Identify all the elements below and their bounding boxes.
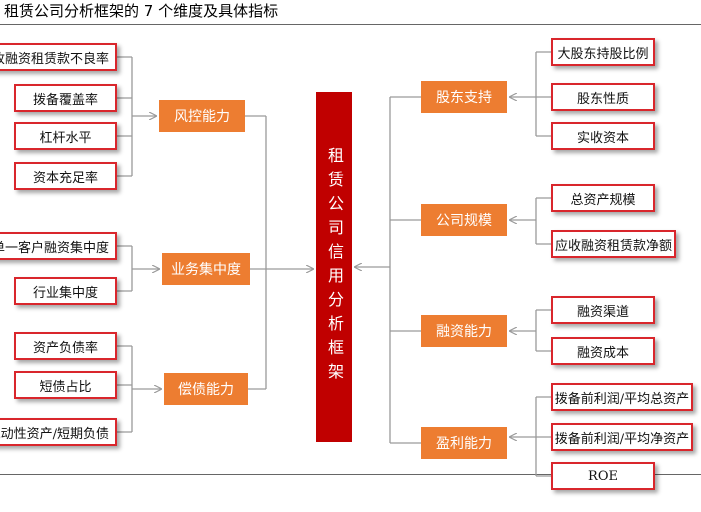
indicator-net-lease-receivables: 应收融资租赁款净额 bbox=[551, 230, 676, 258]
top-rule bbox=[0, 24, 701, 25]
indicator-paid-in-capital: 实收资本 bbox=[551, 122, 655, 150]
indicator-shareholder-nature: 股东性质 bbox=[551, 83, 655, 111]
bottom-rule bbox=[0, 474, 701, 475]
dimension-solvency: 偿债能力 bbox=[164, 373, 248, 405]
dimension-business-concentration: 业务集中度 bbox=[162, 253, 250, 285]
dimension-shareholder-support: 股东支持 bbox=[421, 81, 507, 113]
figure-title: 租赁公司分析框架的 7 个维度及具体指标 bbox=[4, 2, 279, 20]
indicator-short-debt-share: 短债占比 bbox=[14, 371, 117, 399]
indicator-leverage: 杠杆水平 bbox=[14, 122, 117, 150]
indicator-major-shareholder-ratio: 大股东持股比例 bbox=[551, 38, 655, 66]
indicator-industry-concentration: 行业集中度 bbox=[14, 277, 117, 305]
dimension-company-scale: 公司规模 bbox=[421, 204, 507, 236]
indicator-ppop-roae: 拨备前利润/平均净资产 bbox=[551, 423, 693, 451]
indicator-financing-channels: 融资渠道 bbox=[551, 296, 655, 324]
dimension-profitability: 盈利能力 bbox=[421, 427, 507, 459]
indicator-provision-coverage: 拨备覆盖率 bbox=[14, 84, 117, 112]
indicator-total-assets: 总资产规模 bbox=[551, 184, 655, 212]
indicator-roe: ROE bbox=[551, 462, 655, 490]
center-framework: 租赁公司信用分析框架 bbox=[316, 92, 352, 442]
indicator-debt-asset-ratio: 资产负债率 bbox=[14, 332, 117, 360]
indicator-liquidity-ratio: 流动性资产/短期负债 bbox=[0, 418, 117, 446]
indicator-single-client-concentration: 单一客户融资集中度 bbox=[0, 232, 117, 260]
dimension-financing-ability: 融资能力 bbox=[421, 315, 507, 347]
indicator-ppop-roaa: 拨备前利润/平均总资产 bbox=[551, 383, 693, 411]
indicator-capital-adequacy: 资本充足率 bbox=[14, 162, 117, 190]
dimension-risk-control: 风控能力 bbox=[159, 100, 245, 132]
indicator-financing-cost: 融资成本 bbox=[551, 337, 655, 365]
indicator-npl-ratio: 应收融资租赁款不良率 bbox=[0, 43, 117, 71]
